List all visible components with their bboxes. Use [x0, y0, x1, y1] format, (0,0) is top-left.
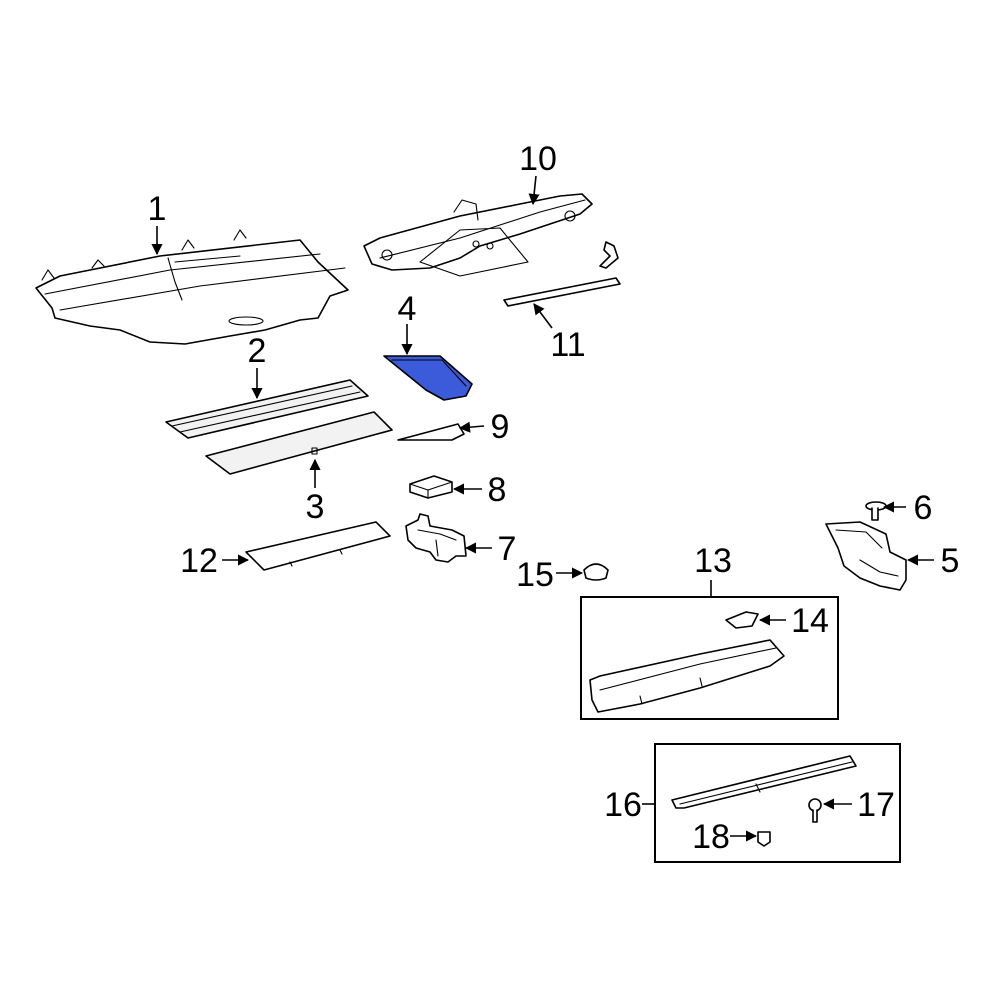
- part-10-jack[interactable]: [363, 193, 593, 277]
- callout-16: 16: [604, 786, 642, 824]
- part-1-tonneau-cover[interactable]: [35, 229, 349, 345]
- callout-9: 9: [491, 408, 510, 446]
- callout-8: 8: [488, 471, 507, 509]
- callout-11: 11: [550, 326, 585, 364]
- part-18-nut[interactable]: [757, 831, 771, 847]
- callout-2: 2: [248, 332, 267, 370]
- callout-13: 13: [694, 542, 732, 580]
- part-16-scuff-plate[interactable]: [671, 755, 857, 809]
- part-9-wedge[interactable]: [397, 423, 465, 441]
- callout-10: 10: [519, 140, 557, 178]
- part-17-clip[interactable]: [808, 798, 822, 823]
- group-16-box: [654, 743, 901, 863]
- callout-labels: 1 2 3 4 5 6 7 8 9 10 11 12 13 14 15 16 1…: [148, 140, 960, 856]
- callout-14: 14: [791, 602, 829, 640]
- part-2-floor-panel[interactable]: [165, 379, 369, 439]
- callout-3: 3: [306, 488, 325, 526]
- part-15-cap[interactable]: [583, 563, 609, 581]
- part-12-board[interactable]: [245, 521, 391, 571]
- callout-7: 7: [498, 530, 517, 568]
- callout-6: 6: [914, 489, 933, 527]
- callout-17: 17: [857, 786, 895, 824]
- callout-5: 5: [941, 542, 960, 580]
- callout-18: 18: [692, 818, 730, 856]
- callout-1: 1: [148, 190, 167, 228]
- callout-15: 15: [516, 556, 554, 594]
- leader-lines: [151, 175, 934, 842]
- callout-4: 4: [398, 290, 417, 328]
- part-8-block[interactable]: [409, 475, 453, 499]
- part-4-highlighted-panel[interactable]: [383, 355, 473, 401]
- callout-12: 12: [180, 542, 218, 580]
- part-3-floor-panel[interactable]: [205, 411, 393, 475]
- part-7-bracket[interactable]: [405, 513, 467, 563]
- part-5-side-tray[interactable]: [825, 521, 907, 591]
- group-13-box: [580, 596, 839, 720]
- part-11-wrench[interactable]: [503, 241, 621, 307]
- part-6-clip[interactable]: [865, 501, 887, 521]
- part-13-trim[interactable]: [589, 639, 785, 713]
- part-14-clip[interactable]: [725, 611, 759, 629]
